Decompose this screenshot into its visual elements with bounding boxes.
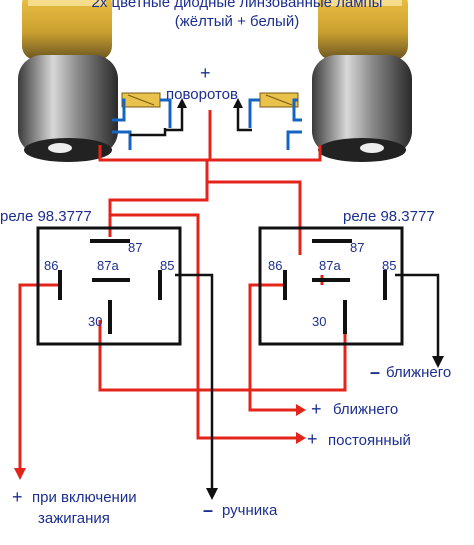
relay-left-pin-87a: 87a bbox=[97, 258, 119, 273]
ignition-label-line1: при включении bbox=[32, 489, 137, 506]
handbrake-minus-sign: – bbox=[203, 500, 214, 520]
constant-plus-sign: + bbox=[307, 429, 318, 449]
relay-right-pin-86: 86 bbox=[268, 258, 283, 273]
relay-left-pin-85: 85 bbox=[160, 258, 175, 273]
relay-right-pin-85: 85 bbox=[382, 258, 397, 273]
handbrake-label: ручника bbox=[222, 502, 278, 519]
ignition-plus-sign: + bbox=[12, 487, 23, 507]
relay-right-pin-87: 87 bbox=[350, 240, 365, 255]
arrow-low-minus bbox=[432, 356, 444, 368]
low-minus-sign: – bbox=[370, 362, 381, 382]
led-wiring bbox=[112, 98, 302, 150]
ground-arrow-right bbox=[233, 98, 243, 108]
relay-left-pin-86: 86 bbox=[44, 258, 59, 273]
low-plus-sign: + bbox=[311, 399, 322, 419]
arrow-low-plus bbox=[296, 404, 306, 416]
led-bulb-left bbox=[18, 0, 118, 162]
relay-left-pin-30: 30 bbox=[88, 314, 103, 329]
ignition-label-line2: зажигания bbox=[38, 510, 110, 527]
bulb-ground-wiring bbox=[130, 105, 252, 137]
turn-signal-label: поворотов bbox=[166, 86, 238, 103]
ground-arrow-left bbox=[177, 98, 187, 108]
relay-left bbox=[36, 226, 182, 346]
arrow-constant bbox=[296, 432, 306, 444]
diagram-title: 2х цветные диодные линзованные лампы bbox=[91, 0, 383, 11]
relay-right bbox=[258, 226, 404, 346]
relay-right-label: реле 98.3777 bbox=[343, 208, 435, 225]
led-bulb-right bbox=[312, 0, 412, 162]
constant-label: постоянный bbox=[328, 432, 411, 449]
relay-left-label: реле 98.3777 bbox=[0, 208, 92, 225]
arrow-handbrake bbox=[206, 488, 218, 500]
diagram-subtitle: (жёлтый + белый) bbox=[174, 13, 300, 30]
low-beam-minus-label: ближнего bbox=[386, 364, 452, 381]
resistor-left bbox=[121, 92, 161, 108]
relay-left-pin-87: 87 bbox=[128, 240, 143, 255]
relay-right-pin-30: 30 bbox=[312, 314, 327, 329]
relay-right-pin-87a: 87a bbox=[319, 258, 341, 273]
resistor-right bbox=[259, 92, 299, 108]
positive-wiring bbox=[18, 110, 347, 470]
low-beam-plus-label: ближнего bbox=[333, 401, 399, 418]
turn-plus-sign: + bbox=[200, 63, 211, 83]
arrow-ignition bbox=[14, 468, 26, 480]
ground-wiring bbox=[175, 273, 440, 490]
